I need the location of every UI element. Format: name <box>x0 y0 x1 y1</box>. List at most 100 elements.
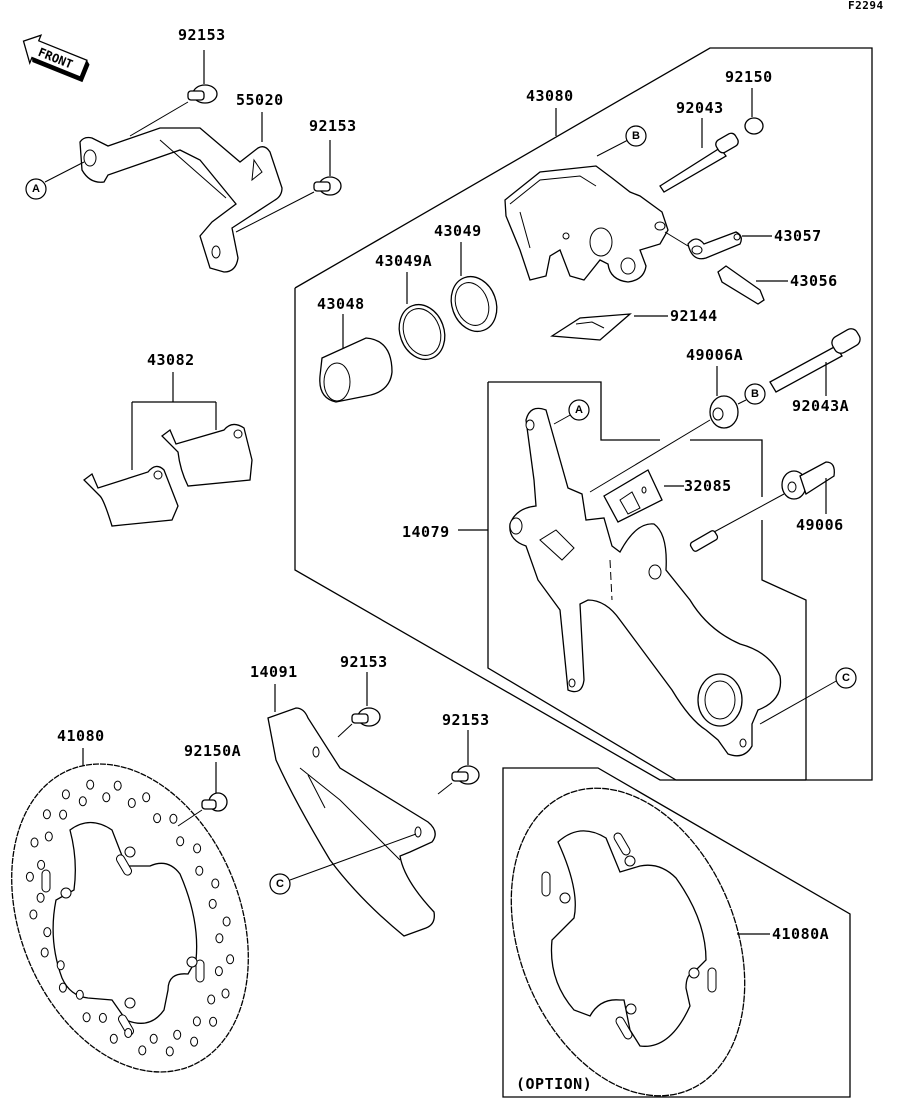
label-92153-mid: 92153 <box>309 117 357 135</box>
part-92150-plug[interactable] <box>744 88 764 135</box>
part-49006a-boot[interactable] <box>709 366 739 429</box>
label-43048: 43048 <box>317 295 365 313</box>
disc-vent-hole <box>195 865 204 876</box>
svg-text:B: B <box>632 130 640 142</box>
label-49006: 49006 <box>796 516 844 534</box>
reference-marker-b-right: B <box>744 383 766 405</box>
option-outline <box>502 767 851 1098</box>
disc-vent-hole <box>142 792 151 803</box>
part-43082-brake-pads[interactable] <box>83 423 253 527</box>
part-92153-bolt-guard-2[interactable] <box>437 730 480 795</box>
disc-vent-hole <box>193 843 202 854</box>
disc-vent-hole <box>61 789 70 800</box>
disc-vent-hole <box>209 1016 218 1027</box>
part-41080-disc[interactable] <box>0 728 292 1103</box>
disc-vent-hole <box>176 836 185 847</box>
part-14091-guard[interactable] <box>267 707 436 937</box>
label-43049a: 43049A <box>375 252 432 270</box>
part-92153-bolt-mid[interactable] <box>235 140 342 233</box>
label-43057: 43057 <box>774 227 822 245</box>
reference-marker-b-top: B <box>625 125 647 147</box>
disc-holes <box>25 779 235 1057</box>
label-41080: 41080 <box>57 727 105 745</box>
part-43056-bleeder[interactable] <box>717 265 788 305</box>
disc-vent-hole <box>78 796 87 807</box>
label-92144: 92144 <box>670 307 718 325</box>
reference-marker-a-right: A <box>568 399 590 421</box>
disc-vent-hole <box>149 1033 158 1044</box>
part-43048-piston[interactable] <box>319 314 393 403</box>
disc-vent-hole <box>208 898 217 909</box>
part-43057-fitting[interactable] <box>687 231 772 260</box>
disc-vent-hole <box>102 792 111 803</box>
figure-id: F2294 <box>848 0 884 12</box>
disc-vent-hole <box>86 779 95 790</box>
svg-text:C: C <box>276 878 284 890</box>
reference-marker-a-left: A <box>25 178 47 200</box>
disc-vent-hole <box>226 954 235 965</box>
part-43049a-piston-seal[interactable] <box>392 272 452 366</box>
disc-vent-hole <box>29 909 38 920</box>
option-label: (OPTION) <box>516 1075 592 1093</box>
disc-vent-hole <box>109 1033 118 1044</box>
part-14079-caliper-holder[interactable] <box>509 407 782 757</box>
disc-vent-hole <box>215 933 224 944</box>
label-49006a: 49006A <box>686 346 743 364</box>
part-32085-spring[interactable] <box>603 469 684 523</box>
front-arrow-icon: FRONT <box>22 34 90 83</box>
svg-text:A: A <box>575 404 583 416</box>
label-14091: 14091 <box>250 663 298 681</box>
caliper-holder-outline <box>487 381 807 781</box>
disc-vent-hole <box>221 988 230 999</box>
reference-marker-c-right: C <box>835 667 857 689</box>
svg-text:B: B <box>751 388 759 400</box>
label-43049: 43049 <box>434 222 482 240</box>
disc-vent-hole <box>127 798 136 808</box>
disc-vent-hole <box>222 916 231 927</box>
disc-vent-hole <box>165 1046 174 1057</box>
disc-vent-hole <box>75 989 84 1000</box>
label-92150: 92150 <box>725 68 773 86</box>
disc-vent-hole <box>214 966 223 977</box>
disc-vent-hole <box>30 837 39 848</box>
svg-text:A: A <box>32 183 40 195</box>
label-92043: 92043 <box>676 99 724 117</box>
disc-vent-hole <box>207 994 216 1005</box>
part-92043a-pin[interactable] <box>769 326 863 396</box>
label-92043a: 92043A <box>792 397 849 415</box>
part-43080-caliper-body[interactable] <box>504 165 689 283</box>
part-55020-bracket[interactable] <box>79 127 283 273</box>
part-92043-pin[interactable] <box>659 118 740 193</box>
disc-vent-hole <box>56 960 65 971</box>
label-32085: 32085 <box>684 477 732 495</box>
label-92153-top: 92153 <box>178 26 226 44</box>
label-43056: 43056 <box>790 272 838 290</box>
disc-vent-hole <box>190 1036 199 1047</box>
disc-vent-hole <box>211 878 220 889</box>
part-92153-bolt-guard-1[interactable] <box>337 672 381 738</box>
part-41080a-disc-option[interactable] <box>468 753 788 1103</box>
label-14079: 14079 <box>402 523 450 541</box>
disc-vent-hole <box>82 1012 91 1023</box>
label-92150a: 92150A <box>184 742 241 760</box>
disc-vent-hole <box>58 982 67 993</box>
disc-vent-hole <box>25 871 34 882</box>
disc-vent-hole <box>59 809 68 820</box>
disc-vent-hole <box>40 947 49 958</box>
caliper-assembly-outline <box>294 47 873 781</box>
disc-vent-hole <box>44 831 53 842</box>
disc-vent-hole <box>138 1045 147 1056</box>
disc-vent-hole <box>36 892 45 903</box>
part-92150a-disc-bolt[interactable] <box>177 762 228 827</box>
label-43082: 43082 <box>147 351 195 369</box>
label-92153-guard-2: 92153 <box>442 711 490 729</box>
disc-vent-hole <box>192 1016 201 1027</box>
disc-vent-hole <box>124 1028 133 1038</box>
svg-text:C: C <box>842 672 850 684</box>
part-92153-bolt-top[interactable] <box>129 50 218 137</box>
part-43049-dust-seal[interactable] <box>444 242 504 338</box>
part-92144-pad-spring[interactable] <box>550 313 668 341</box>
part-49006-boot[interactable] <box>713 461 835 533</box>
disc-vent-hole <box>37 859 46 870</box>
